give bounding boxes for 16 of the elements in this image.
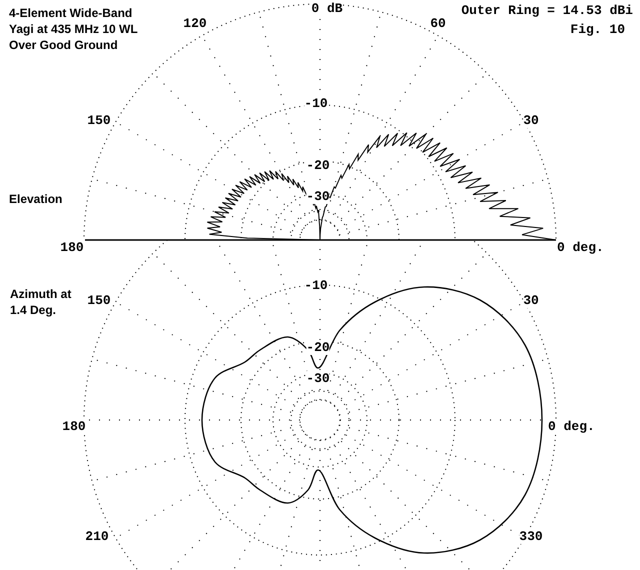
angle-label: 30 — [523, 293, 539, 308]
ring-label: -20 — [306, 158, 330, 173]
angle-label: 180 — [62, 419, 86, 434]
ring-label: -10 — [304, 278, 328, 293]
angle-label: 330 — [519, 529, 543, 544]
figure-number: Fig. 10 — [570, 22, 625, 37]
ring-label: -10 — [304, 96, 328, 111]
angle-label: 30 — [523, 113, 539, 128]
ring-label: -20 — [306, 340, 330, 355]
plot-title: 4-Element Wide-Band Yagi at 435 MHz 10 WL Over Good Ground — [9, 5, 138, 53]
angle-label: 0 deg. — [548, 419, 595, 434]
angle-label: 0 deg. — [557, 240, 604, 255]
scale-note: Outer Ring = 14.53 dBi — [461, 3, 633, 18]
plot-label: Azimuth at 1.4 Deg. — [10, 286, 72, 318]
plot-label: Elevation — [9, 191, 64, 207]
ring-label: -30 — [306, 189, 330, 204]
